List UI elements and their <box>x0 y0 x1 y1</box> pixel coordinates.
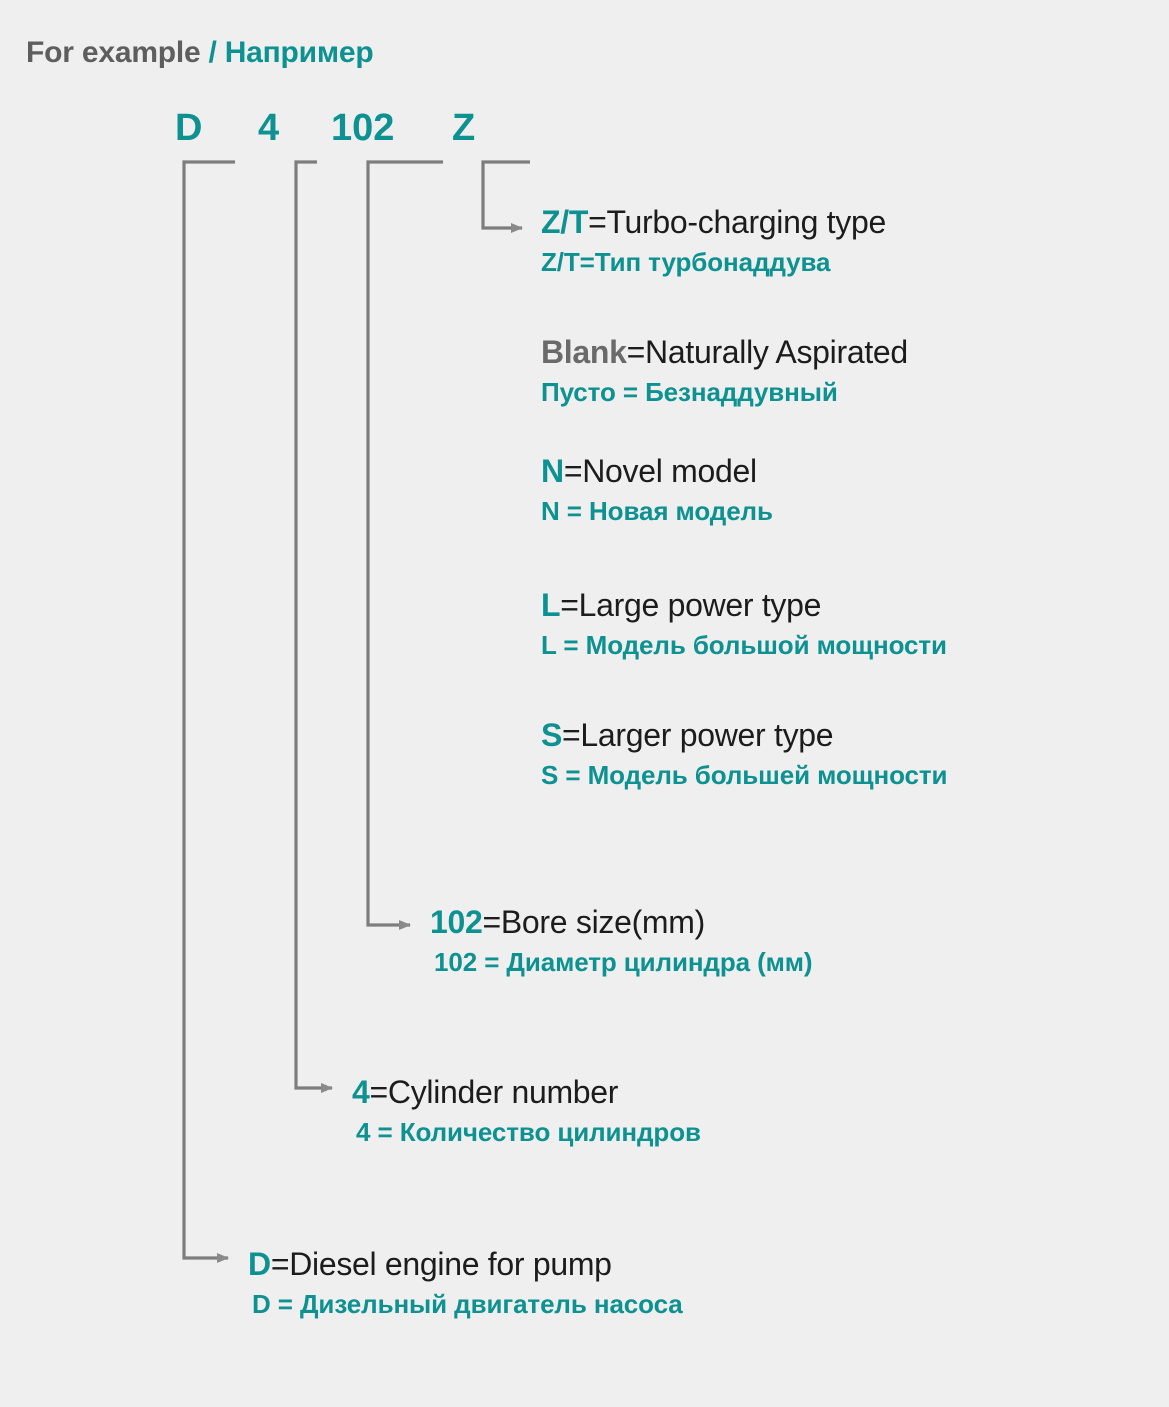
legend-entry-large-power: L=Large power type L = Модель большой мо… <box>541 586 947 661</box>
legend-key-s: S <box>541 717 563 753</box>
legend-entry-larger-power: S=Larger power type S = Модель большей м… <box>541 716 948 791</box>
legend-entry-turbo-charging-english: Z/T=Turbo-charging type <box>541 203 886 241</box>
legend-key-102: 102 <box>430 904 483 940</box>
legend-text-4-en: =Cylinder number <box>369 1074 619 1110</box>
legend-entry-cylinder-number-english: 4=Cylinder number <box>352 1073 701 1111</box>
legend-entry-cylinder-number: 4=Cylinder number 4 = Количество цилиндр… <box>352 1073 701 1148</box>
legend-text-s-ru: S = Модель большей мощности <box>541 760 948 790</box>
page-title-english: For example <box>26 36 201 69</box>
legend-text-zt-en: =Turbo-charging type <box>588 204 886 240</box>
legend-text-d-ru: D = Дизельный двигатель насоса <box>252 1289 683 1319</box>
legend-entry-bore-size-english: 102=Bore size(mm) <box>430 903 813 941</box>
legend-text-l-en: =Large power type <box>560 587 822 623</box>
code-char-4: 4 <box>258 107 280 149</box>
page-title: For example/Например <box>26 36 374 70</box>
leader-line-z <box>481 160 530 233</box>
code-char-102: 102 <box>331 107 395 149</box>
legend-key-zt: Z/T <box>541 204 589 240</box>
legend-entry-naturally-aspirated: Blank=Naturally Aspirated Пусто = Безнад… <box>541 333 908 408</box>
model-code-row: D 4 102 Z <box>0 106 1169 156</box>
code-char-z: Z <box>452 107 476 149</box>
code-char-d: D <box>175 107 203 149</box>
legend-entry-larger-power-english: S=Larger power type <box>541 716 947 754</box>
legend-text-blank-ru: Пусто = Безнаддувный <box>541 377 838 407</box>
legend-text-zt-ru: Z/T=Тип турбонаддува <box>541 247 831 277</box>
legend-entry-diesel-engine-english: D=Diesel engine for pump <box>248 1245 683 1283</box>
legend-key-d: D <box>248 1246 271 1282</box>
legend-entry-novel-model: N=Novel model N = Новая модель <box>541 452 773 527</box>
legend-entry-large-power-english: L=Large power type <box>541 586 947 624</box>
leader-line-4 <box>294 160 333 1093</box>
leader-line-102 <box>366 160 443 930</box>
legend-entry-bore-size: 102=Bore size(mm) 102 = Диаметр цилиндра… <box>430 903 813 978</box>
legend-entry-diesel-engine: D=Diesel engine for pump D = Дизельный д… <box>248 1245 683 1320</box>
legend-text-blank-en: =Naturally Aspirated <box>626 334 909 370</box>
legend-text-102-en: =Bore size(mm) <box>482 904 706 940</box>
page-title-russian: Например <box>224 36 374 69</box>
legend-key-n: N <box>541 453 564 489</box>
legend-key-4: 4 <box>352 1074 370 1110</box>
leader-line-d <box>182 160 235 1263</box>
legend-text-n-en: =Novel model <box>563 453 757 489</box>
page-title-separator: / <box>208 36 217 69</box>
legend-text-102-ru: 102 = Диаметр цилиндра (мм) <box>434 947 813 977</box>
legend-text-d-en: =Diesel engine for pump <box>270 1246 612 1282</box>
legend-text-s-en: =Larger power type <box>562 717 834 753</box>
legend-key-blank: Blank <box>541 334 627 370</box>
legend-text-l-ru: L = Модель большой мощности <box>541 630 947 660</box>
legend-entry-naturally-aspirated-english: Blank=Naturally Aspirated <box>541 333 908 371</box>
legend-key-l: L <box>541 587 561 623</box>
legend-entry-turbo-charging: Z/T=Turbo-charging type Z/T=Тип турбонад… <box>541 203 886 278</box>
legend-entry-novel-model-english: N=Novel model <box>541 452 773 490</box>
legend-text-n-ru: N = Новая модель <box>541 496 773 526</box>
legend-text-4-ru: 4 = Количество цилиндров <box>356 1117 701 1147</box>
